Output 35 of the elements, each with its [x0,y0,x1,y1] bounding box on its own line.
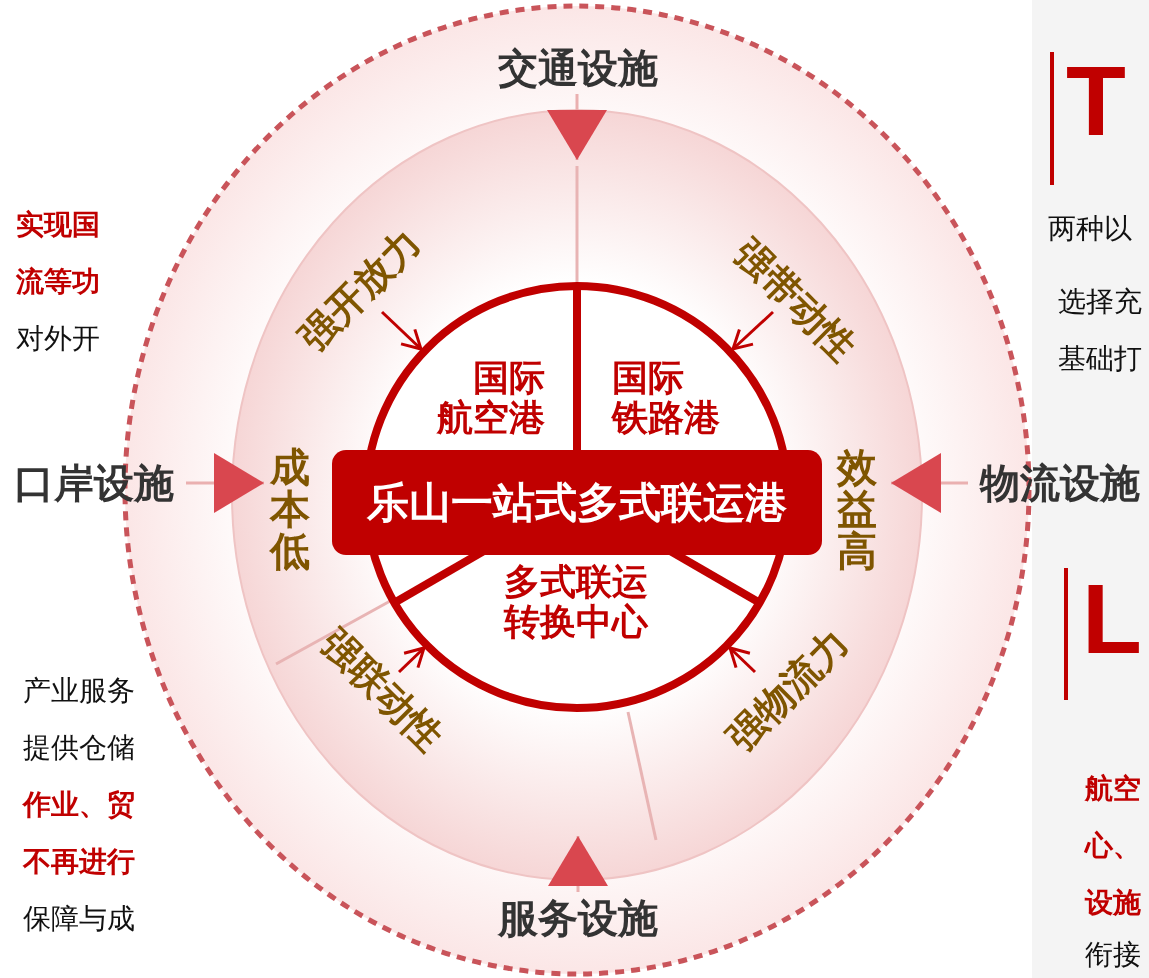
side-text: 作业、贸 [23,788,135,822]
side-text: 选择充 [1058,285,1142,319]
arrow [548,836,608,892]
direction-label: 物流设施 [970,459,1149,507]
arrow [186,453,264,513]
sector-label: 多式联运转换中心 [500,562,652,646]
side-text: 对外开 [16,322,100,356]
side-text: 两种以 [1048,212,1132,246]
arrow [731,310,774,351]
arrow [397,646,426,674]
side-text: 心、 [1085,829,1141,863]
side-text: 产业服务 [23,674,135,708]
side-text: 不再进行 [23,845,135,879]
rotated-label: 强联动性 [305,613,459,767]
direction-label: 服务设施 [478,894,678,942]
big-letter: T [1066,52,1126,150]
big-letter: L [1082,570,1142,668]
title-banner: 乐山一站式多式联运港 [332,450,822,555]
side-text: 提供仓储 [23,731,135,765]
arrow [891,453,968,513]
side-text: 基础打 [1058,342,1142,376]
vertical-label: 成本低 [268,446,312,576]
arrow [547,94,607,160]
side-text: 流等功 [16,265,100,299]
side-text: 设施 [1085,886,1141,920]
vertical-label: 效益高 [835,446,879,576]
arrow [380,310,423,351]
side-text: 实现国 [16,208,100,242]
direction-label: 口岸设施 [4,459,184,507]
side-text: 航空 [1085,772,1141,806]
side-text: 衔接 [1085,938,1141,972]
direction-label: 交通设施 [478,44,678,92]
arrow [728,646,757,674]
side-text: 保障与成 [23,902,135,936]
rotated-label: 强物流力 [711,613,865,767]
